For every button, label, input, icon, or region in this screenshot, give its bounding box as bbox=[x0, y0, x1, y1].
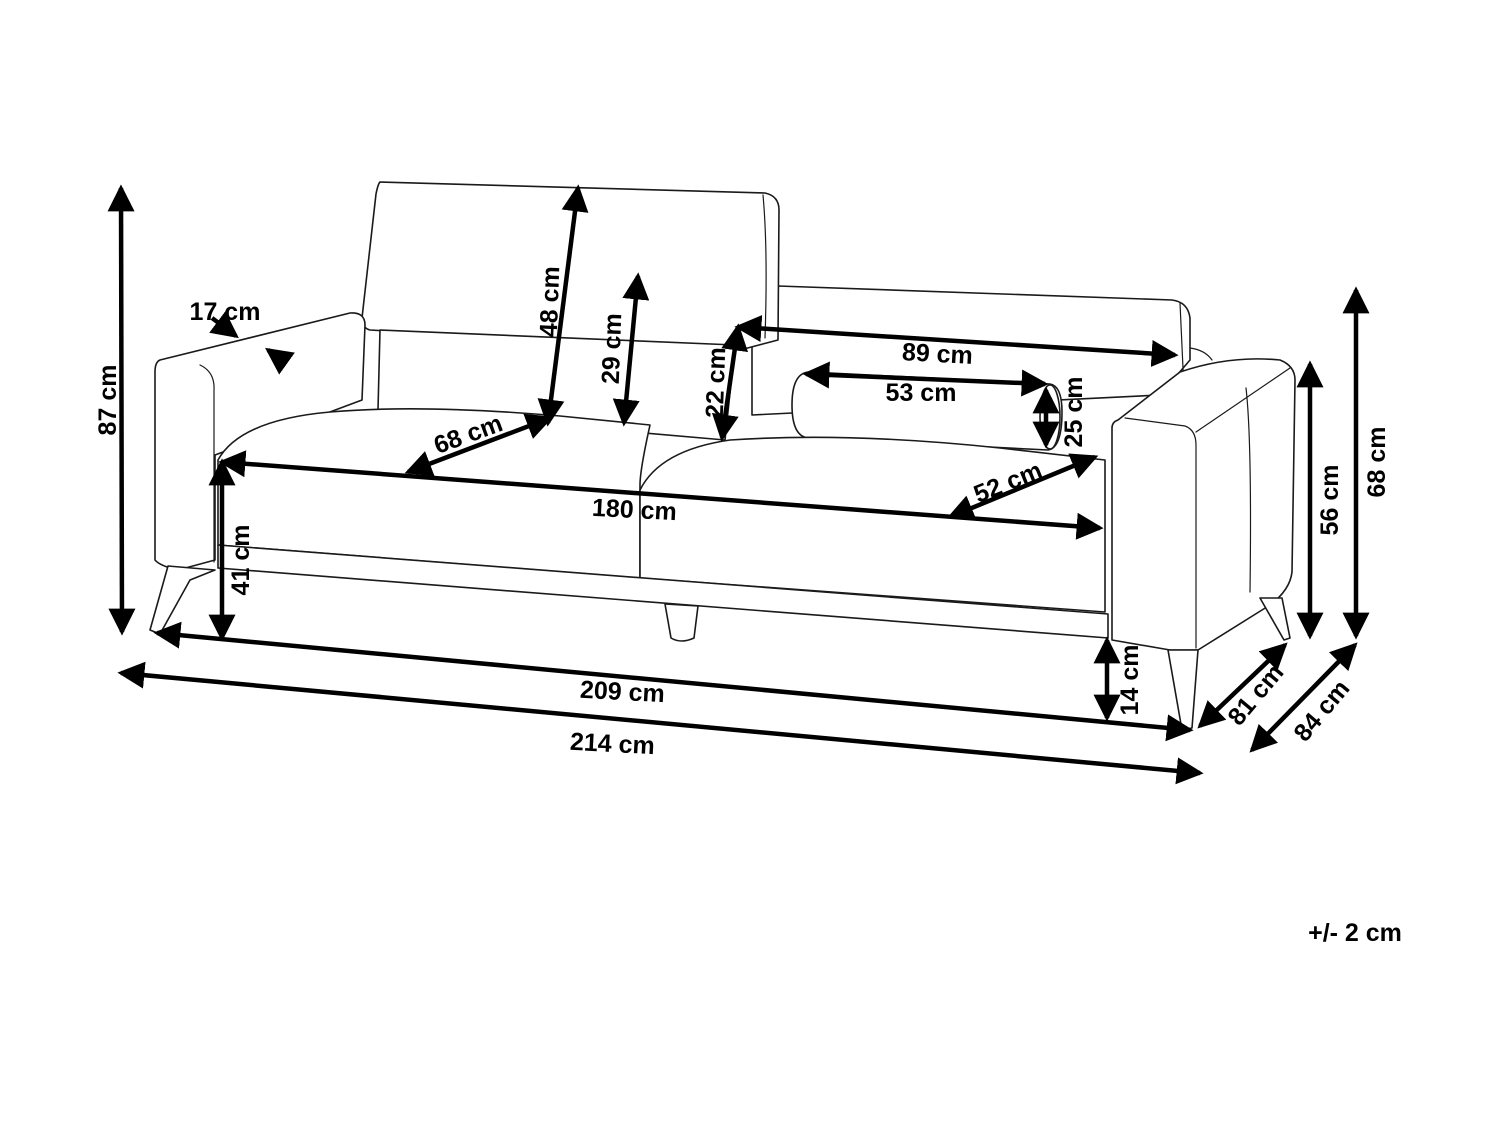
label-width-214: 214 cm bbox=[569, 728, 655, 760]
leg-center bbox=[664, 603, 699, 642]
leg-front-left bbox=[149, 565, 216, 635]
label-armrest-height: 56 cm bbox=[1316, 465, 1344, 536]
label-tolerance: +/- 2 cm bbox=[1308, 919, 1402, 947]
leg-back-right bbox=[1259, 597, 1291, 641]
label-armrest-width: 17 cm bbox=[190, 298, 261, 326]
label-bolster-length: 53 cm bbox=[886, 379, 957, 407]
leg-front-right bbox=[1167, 649, 1199, 731]
label-seat-width: 180 cm bbox=[591, 494, 677, 526]
label-headrest-height: 22 cm bbox=[701, 347, 731, 419]
label-width-209: 209 cm bbox=[579, 676, 665, 708]
dimension-lines bbox=[107, 184, 1370, 785]
label-overall-height: 87 cm bbox=[94, 365, 122, 436]
label-bolster-diameter: 25 cm bbox=[1060, 377, 1088, 448]
label-backrest-side-height: 68 cm bbox=[1363, 427, 1391, 498]
label-back-cushion-height: 29 cm bbox=[597, 313, 627, 385]
left-headrest bbox=[361, 181, 780, 351]
label-backrest-height: 48 cm bbox=[535, 266, 565, 338]
label-leg-height: 14 cm bbox=[1116, 645, 1144, 716]
label-headrest-width: 89 cm bbox=[901, 338, 973, 370]
label-depth-84: 84 cm bbox=[1288, 675, 1355, 747]
label-seat-height: 41 cm bbox=[227, 525, 255, 596]
